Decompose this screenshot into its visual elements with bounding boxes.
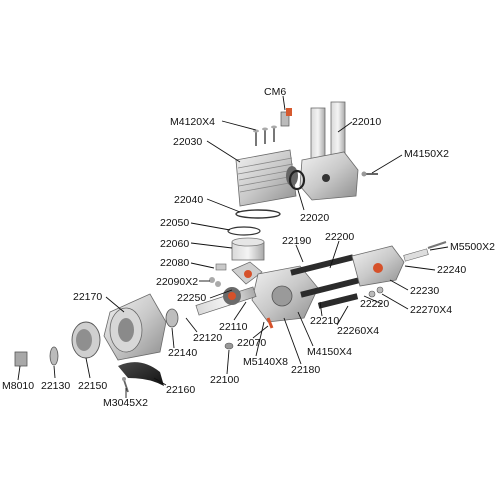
label-22060: 22060 xyxy=(160,238,189,250)
label-22250: 22250 xyxy=(177,292,206,304)
label-22010: 22010 xyxy=(352,116,381,128)
hub-part xyxy=(71,321,101,359)
label-m4120x4: M4120X4 xyxy=(170,116,215,128)
label-cm6: CM6 xyxy=(264,86,286,98)
crankcase-part xyxy=(251,265,319,323)
label-22210: 22210 xyxy=(310,315,339,327)
nut-m8010 xyxy=(14,351,28,367)
label-m8010: M8010 xyxy=(2,380,34,392)
spark-plug-part xyxy=(280,108,292,127)
ring-22050 xyxy=(227,226,261,236)
label-22070: 22070 xyxy=(237,337,266,349)
screws-m5500 xyxy=(427,241,447,249)
label-m5140x8: M5140X8 xyxy=(243,356,288,368)
label-m5500x2: M5500X2 xyxy=(450,241,495,253)
part-labels: CM6 M4120X4 22010 22030 M4150X2 22040 22… xyxy=(2,86,495,409)
washer-22100 xyxy=(224,342,234,350)
label-22160: 22160 xyxy=(166,384,195,396)
screw-22070 xyxy=(266,317,274,329)
muffler-part xyxy=(299,101,359,201)
label-22040: 22040 xyxy=(174,194,203,206)
label-22110: 22110 xyxy=(219,321,248,333)
label-m4150x2: M4150X2 xyxy=(404,148,449,160)
label-22260x4: 22260X4 xyxy=(337,325,379,337)
piston-part xyxy=(231,237,265,261)
label-22130: 22130 xyxy=(41,380,70,392)
label-22090x2: 22090X2 xyxy=(156,276,198,288)
label-22100: 22100 xyxy=(210,374,239,386)
cylinder-part xyxy=(235,149,298,207)
bearing-22140 xyxy=(165,308,179,328)
label-22220: 22220 xyxy=(360,298,389,310)
label-22170: 22170 xyxy=(73,291,102,303)
bracket-part xyxy=(118,362,164,386)
label-22240: 22240 xyxy=(437,264,466,276)
gasket-22020 xyxy=(288,169,306,191)
label-22180: 22180 xyxy=(291,364,320,376)
label-22140: 22140 xyxy=(168,347,197,359)
front-housing-part xyxy=(103,293,167,361)
label-22050: 22050 xyxy=(160,217,189,229)
piston-pin-part xyxy=(209,263,227,287)
washers-22270 xyxy=(368,286,384,298)
label-22030: 22030 xyxy=(173,136,202,148)
screws-m3045 xyxy=(122,377,129,393)
washer-22130 xyxy=(49,346,59,366)
screws-m4120 xyxy=(253,125,277,146)
connecting-rod-part xyxy=(231,261,263,285)
leader-lines xyxy=(17,95,449,398)
label-22190: 22190 xyxy=(282,235,311,247)
label-22200: 22200 xyxy=(325,231,354,243)
label-22020: 22020 xyxy=(300,212,329,224)
screw-m4150-top xyxy=(361,171,378,177)
label-22230: 22230 xyxy=(410,285,439,297)
gasket-22040 xyxy=(235,209,281,219)
label-m4150x4: M4150X4 xyxy=(307,346,352,358)
label-22270x4: 22270X4 xyxy=(410,304,452,316)
label-22080: 22080 xyxy=(160,257,189,269)
label-22150: 22150 xyxy=(78,380,107,392)
label-m3045x2: M3045X2 xyxy=(103,397,148,409)
label-22120: 22120 xyxy=(193,332,222,344)
rear-bolts-part xyxy=(290,254,364,309)
carburetor-part xyxy=(351,245,429,287)
